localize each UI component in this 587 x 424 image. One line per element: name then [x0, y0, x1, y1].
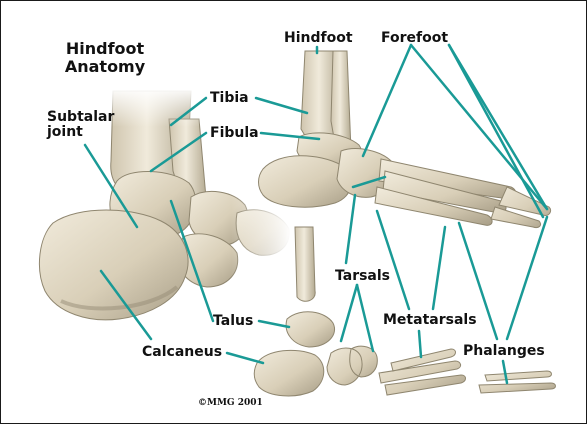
label-hindfoot: Hindfoot [284, 31, 353, 46]
label-forefoot: Forefoot [381, 31, 448, 46]
label-calcaneus: Calcaneus [142, 345, 222, 360]
label-metatarsals: Metatarsals [383, 313, 477, 328]
label-subtalar-joint: Subtalar joint [47, 110, 114, 140]
calcaneus-lateral-bone [259, 156, 352, 207]
leader-tarsals-3 [357, 285, 373, 351]
label-phalanges: Phalanges [463, 344, 545, 359]
phalanges-separate-bones [479, 371, 556, 393]
label-talus: Talus [213, 314, 253, 329]
leader-tarsals-1 [346, 195, 355, 263]
tarsal-separate-bones [327, 346, 377, 385]
figure-title: Hindfoot Anatomy [53, 40, 157, 76]
label-tarsals: Tarsals [335, 269, 390, 284]
leader-forefoot-1 [363, 45, 411, 156]
leader-tarsals-2 [341, 285, 357, 341]
leader-talus-separate [259, 321, 289, 327]
leader-tibia-lateral [256, 98, 307, 113]
leader-metatarsals-2 [433, 227, 445, 309]
fibula-fragment-bone [295, 227, 315, 301]
figure-title-line1: Hindfoot [53, 40, 157, 58]
label-fibula: Fibula [210, 126, 259, 141]
leader-metatarsals-3 [419, 331, 421, 357]
lateral-foot-view [259, 51, 551, 228]
metatarsal-separate-bones [379, 349, 466, 395]
label-tibia: Tibia [210, 91, 249, 106]
label-subtalar-line2: joint [47, 125, 114, 140]
leader-phalanges-2 [507, 217, 547, 339]
leader-metatarsals-1 [377, 211, 409, 309]
copyright-text: ©MMG 2001 [198, 398, 263, 408]
figure-title-line2: Anatomy [53, 58, 157, 76]
leader-calcaneus-separate [227, 353, 263, 363]
talus-separate-bone [286, 312, 334, 347]
calcaneus-separate-bone [254, 350, 324, 396]
label-subtalar-line1: Subtalar [47, 110, 114, 125]
